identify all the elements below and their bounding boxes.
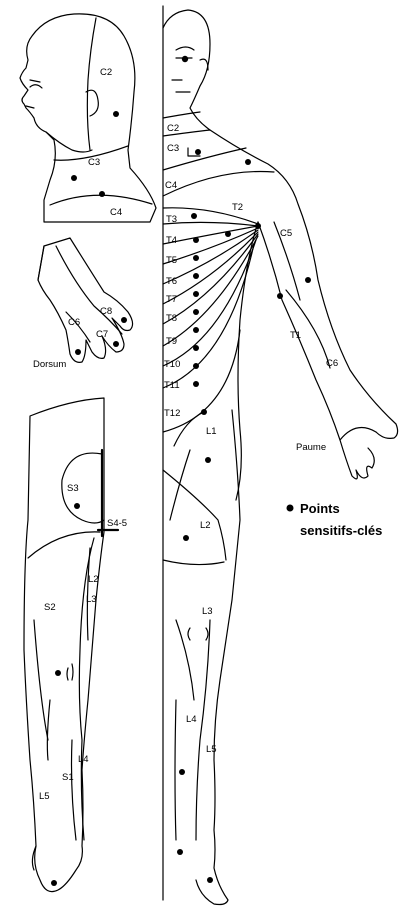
head-side-view: C2 C3 C4 <box>20 14 156 222</box>
sensory-point <box>201 409 207 415</box>
hand-label-c6: C6 <box>68 317 80 328</box>
body-label-l3: L3 <box>202 606 213 617</box>
sensory-point <box>193 345 199 351</box>
body-label-l1: L1 <box>206 426 217 437</box>
leg-label-s3: S3 <box>67 483 79 494</box>
sensory-point <box>205 457 211 463</box>
sensory-point <box>182 56 188 62</box>
sensory-point <box>193 291 199 297</box>
legend-line-1: Points <box>300 501 340 516</box>
leg-label-s4-5: S4-5 <box>107 518 127 529</box>
sensory-point <box>195 149 201 155</box>
body-label-l5: L5 <box>206 744 217 755</box>
legend-dot <box>287 505 294 512</box>
sensory-point <box>71 175 77 181</box>
body-label-paume: Paume <box>296 442 326 453</box>
sensory-point <box>191 213 197 219</box>
legend: Points sensitifs-clés <box>287 501 383 538</box>
sensory-point <box>74 503 80 509</box>
sensory-point <box>179 769 185 775</box>
sensory-point <box>305 277 311 283</box>
sensory-point <box>193 327 199 333</box>
body-label-c3: C3 <box>167 143 179 154</box>
sensory-point <box>55 670 61 676</box>
body-label-t12: T12 <box>164 408 180 419</box>
sensory-point <box>183 535 189 541</box>
hand-label-dorsum: Dorsum <box>33 359 66 370</box>
leg-label-s1: S1 <box>62 772 74 783</box>
body-label-t8: T8 <box>166 313 177 324</box>
body-label-c6: C6 <box>326 358 338 369</box>
hand-dorsum-view: C8 C7 C6 Dorsum <box>33 238 133 370</box>
body-label-t9: T9 <box>166 336 177 347</box>
body-label-t10: T10 <box>164 359 180 370</box>
sensory-point <box>113 111 119 117</box>
sensory-point <box>193 273 199 279</box>
leg-label-l3: L3 <box>86 594 97 605</box>
head-label-c2: C2 <box>100 67 112 78</box>
sensory-point <box>193 255 199 261</box>
body-label-c2: C2 <box>167 123 179 134</box>
legend-line-2: sensitifs-clés <box>300 523 382 538</box>
sensory-point <box>99 191 105 197</box>
leg-label-s2: S2 <box>44 602 56 613</box>
sensory-point <box>255 223 261 229</box>
body-label-t2: T2 <box>232 202 243 213</box>
body-label-t3: T3 <box>166 214 177 225</box>
sensory-point <box>193 363 199 369</box>
sensory-point <box>177 849 183 855</box>
body-label-c5: C5 <box>280 228 292 239</box>
sensory-point <box>113 341 119 347</box>
body-label-l2: L2 <box>200 520 211 531</box>
sensory-point <box>121 317 127 323</box>
body-label-l4: L4 <box>186 714 197 725</box>
sensory-point <box>51 880 57 886</box>
body-label-t1: T1 <box>290 330 301 341</box>
body-label-t5: T5 <box>166 255 177 266</box>
head-label-c3: C3 <box>88 157 100 168</box>
front-body-view: C2 C3 C4 T2 T3 T4 T5 T6 T7 T8 T9 T10 T11… <box>163 6 398 905</box>
sensory-point <box>245 159 251 165</box>
leg-label-l5: L5 <box>39 791 50 802</box>
body-label-t4: T4 <box>166 235 177 246</box>
body-label-t6: T6 <box>166 276 177 287</box>
head-label-c4: C4 <box>110 207 122 218</box>
sensory-point <box>277 293 283 299</box>
body-label-t7: T7 <box>166 294 177 305</box>
sensory-point <box>193 237 199 243</box>
body-label-c4: C4 <box>165 180 177 191</box>
sensory-point <box>225 231 231 237</box>
hand-label-c8: C8 <box>100 306 112 317</box>
body-label-t11: T11 <box>164 380 180 391</box>
leg-label-l2: L2 <box>88 574 99 585</box>
leg-label-l4: L4 <box>78 754 89 765</box>
sensory-point <box>75 349 81 355</box>
sensory-point <box>193 381 199 387</box>
sensory-point <box>193 309 199 315</box>
sensory-point <box>207 877 213 883</box>
posterior-leg-view: S3 S4-5 S2 L2 L3 L4 S1 L5 <box>24 398 127 892</box>
hand-label-c7: C7 <box>96 329 108 340</box>
